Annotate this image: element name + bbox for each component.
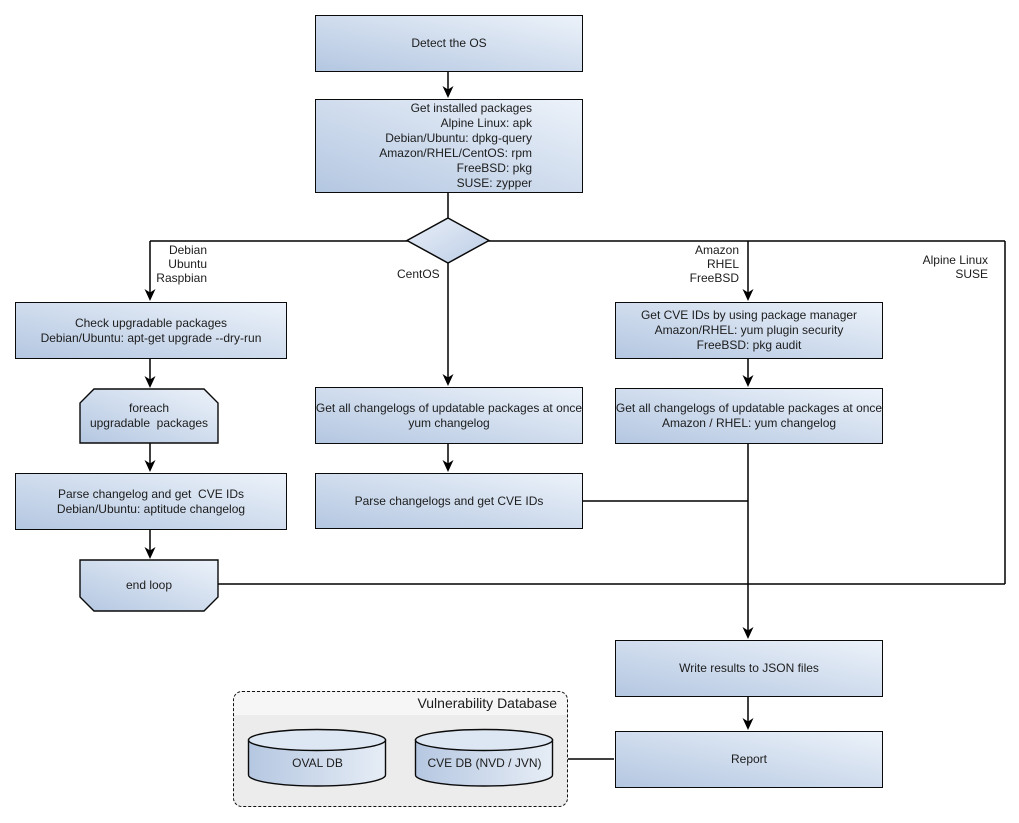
node-foreach-loop: foreach upgradable packages	[79, 388, 219, 444]
node-get-cve-ids-pkg-mgr-label: Get CVE IDs by using package manager Ama…	[640, 308, 858, 352]
flow-lines	[149, 71, 1006, 760]
end-loop-shape	[79, 559, 219, 612]
oval-db-label: OVAL DB	[292, 755, 343, 770]
cve-db-cylinder: CVE DB (NVD / JVN)	[414, 728, 555, 788]
node-check-upgradable-label: Check upgradable packages Debian/Ubuntu:…	[40, 315, 262, 345]
node-report: Report	[615, 731, 883, 788]
node-end-loop-label: end loop	[125, 578, 173, 592]
foreach-loop-shape	[79, 388, 219, 444]
node-end-loop: end loop	[79, 559, 219, 613]
node-parse-changelog-debian-label: Parse changelog and get CVE IDs Debian/U…	[56, 486, 246, 516]
branch-label-centos: CentOS	[397, 267, 440, 281]
cve-db-label: CVE DB (NVD / JVN)	[427, 755, 542, 770]
branch-label-amazon: Amazon RHEL FreeBSD	[689, 243, 739, 285]
oval-db-cylinder: OVAL DB	[247, 728, 388, 788]
node-get-cve-ids-pkg-mgr: Get CVE IDs by using package manager Ama…	[615, 302, 883, 359]
decision-diamond	[405, 217, 491, 264]
node-parse-changelog-debian: Parse changelog and get CVE IDs Debian/U…	[15, 473, 287, 530]
node-changelogs-amazon: Get all changelogs of updatable packages…	[615, 388, 883, 444]
node-changelogs-centos-label: Get all changelogs of updatable packages…	[315, 400, 583, 430]
node-get-installed-packages: Get installed packages Alpine Linux: apk…	[315, 99, 583, 193]
node-changelogs-amazon-label: Get all changelogs of updatable packages…	[615, 401, 883, 430]
node-report-label: Report	[730, 752, 768, 766]
node-changelogs-centos: Get all changelogs of updatable packages…	[315, 387, 583, 444]
node-write-results-label: Write results to JSON files	[679, 661, 819, 675]
node-parse-changelogs-centos-label: Parse changelogs and get CVE IDs	[354, 493, 544, 508]
node-check-upgradable: Check upgradable packages Debian/Ubuntu:…	[15, 302, 287, 359]
node-foreach-loop-label: foreach upgradable packages	[89, 401, 209, 430]
node-write-results: Write results to JSON files	[615, 640, 883, 697]
node-get-installed-packages-label: Get installed packages Alpine Linux: apk…	[379, 101, 532, 190]
database-cylinder-icon	[247, 728, 387, 787]
node-detect-os: Detect the OS	[315, 15, 583, 72]
vulnerability-database-title: Vulnerability Database	[234, 692, 567, 715]
branch-label-alpine: Alpine Linux SUSE	[922, 253, 988, 281]
database-cylinder-icon	[414, 728, 554, 787]
node-detect-os-label: Detect the OS	[411, 36, 487, 50]
node-parse-changelogs-centos: Parse changelogs and get CVE IDs	[315, 473, 583, 529]
branch-label-debian: Debian Ubuntu Raspbian	[156, 243, 207, 285]
